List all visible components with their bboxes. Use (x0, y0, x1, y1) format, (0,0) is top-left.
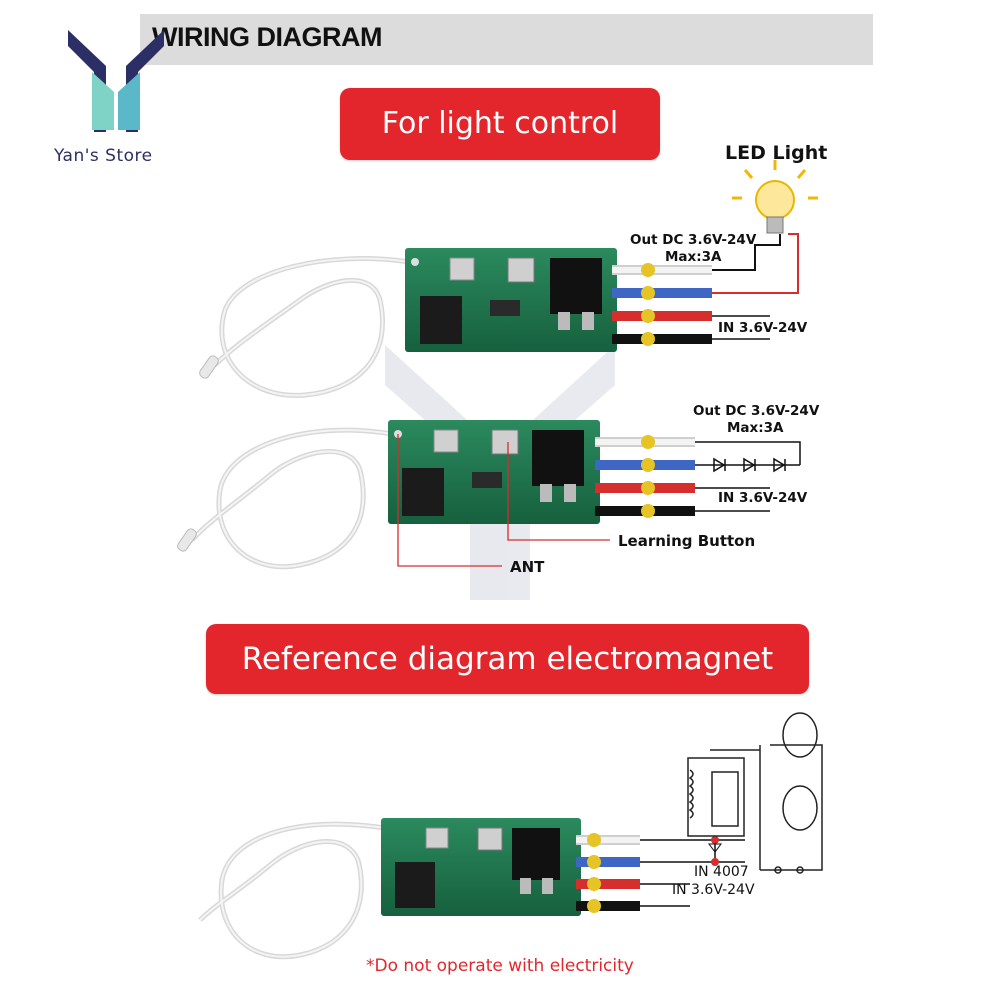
relay-icon (687, 712, 823, 874)
in-voltage-label-3: IN 3.6V-24V (672, 882, 755, 898)
watermark (385, 345, 615, 600)
y-logo-icon (68, 30, 164, 132)
in-voltage-label-2: IN 3.6V-24V (718, 490, 808, 506)
wires-3 (576, 833, 745, 913)
led-diodes-icon (713, 457, 786, 473)
diode-label: IN 4007 (694, 864, 749, 880)
out-voltage-label-2: Out DC 3.6V-24V (693, 403, 820, 419)
antenna-wire-3 (198, 821, 386, 960)
antenna-wire-1 (199, 256, 411, 398)
wires-1 (612, 233, 799, 346)
antenna-wire-2 (177, 427, 393, 570)
receiver-module-3 (381, 818, 581, 916)
learning-button-label: Learning Button (618, 532, 756, 550)
receiver-module-2 (388, 420, 600, 524)
header-bar (140, 14, 873, 65)
in-voltage-label-1: IN 3.6V-24V (718, 320, 808, 336)
pointer-lines (397, 434, 610, 567)
warning-text: *Do not operate with electricity (366, 956, 634, 976)
out-current-label-2: Max:3A (727, 420, 784, 436)
page-title: WIRING DIAGRAM (152, 22, 382, 52)
led-light-label: LED Light (725, 142, 828, 164)
receiver-module-1 (405, 248, 617, 352)
out-voltage-label-1: Out DC 3.6V-24V (630, 232, 757, 248)
ant-label: ANT (510, 558, 545, 576)
led-bulb-icon (732, 160, 818, 234)
section-title-electromagnet: Reference diagram electromagnet (206, 624, 809, 694)
logo-text: Yan's Store (54, 146, 153, 166)
wires-2 (595, 435, 801, 518)
out-current-label-1: Max:3A (665, 249, 722, 265)
section-title-light-control: For light control (340, 88, 660, 160)
